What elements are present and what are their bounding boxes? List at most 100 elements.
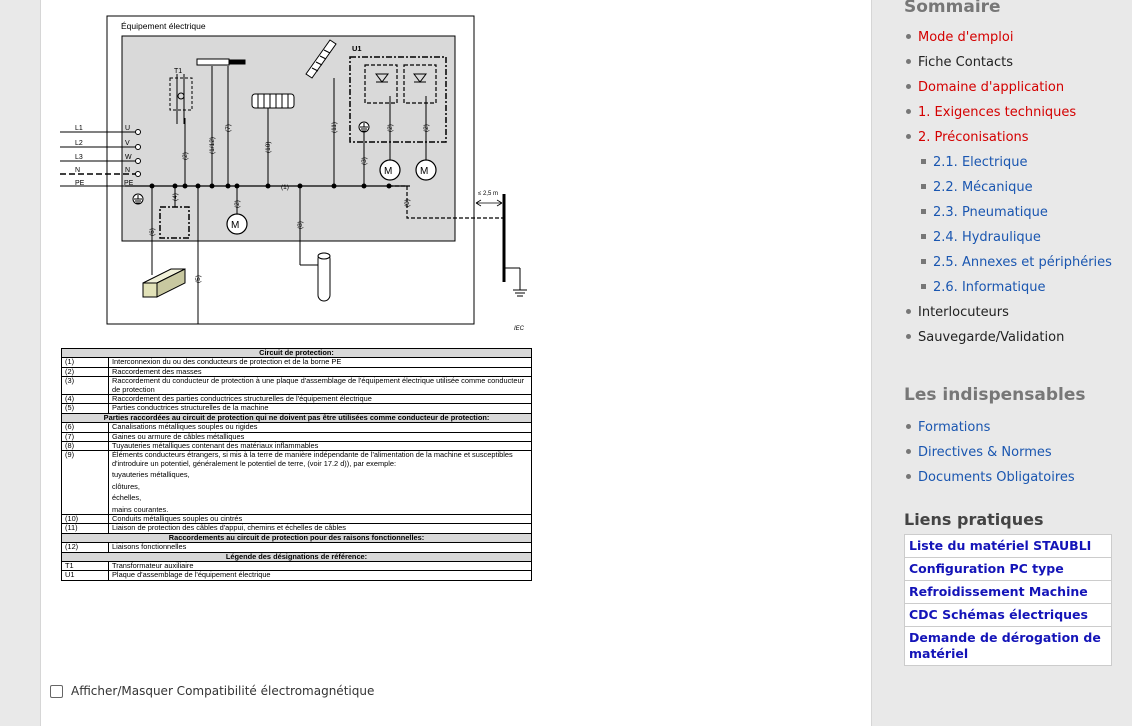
terminal-labels: U V W N PE [124,125,134,187]
sidebar-item-pneumatique[interactable]: 2.3. Pneumatique [906,200,1112,225]
legend-value: Liaison de protection des câbles d'appui… [108,523,532,534]
phase-l1: L1 [75,125,83,132]
legend-value: Interconnexion du ou des conducteurs de … [108,357,532,368]
legend-key: (3) [61,376,109,396]
sidebar-item-fiche[interactable]: Fiche Contacts [906,50,1112,75]
link-staubli[interactable]: Liste du matériel STAUBLI [909,538,1092,553]
phase-n: N [75,167,80,174]
svg-text:(3): (3) [361,157,368,165]
legend-header-cell: Légende des désignations de référence: [61,551,532,562]
legend-value: Parties conductrices structurelles de la… [108,403,532,414]
legend-key: U1 [61,570,109,581]
bullet-icon [906,334,911,339]
bullet-icon [906,134,911,139]
link-config-pc[interactable]: Configuration PC type [905,557,1111,580]
pe-extension [389,185,503,219]
u1-drive-b [403,64,437,104]
legend-key: (6) [61,422,109,433]
phase-pe: PE [75,180,85,187]
legend-row: (3)Raccordement du conducteur de protect… [61,376,532,396]
svg-text:V: V [125,140,130,147]
svg-text:(1/12): (1/12) [209,137,216,154]
legend-value: Raccordement du conducteur de protection… [108,376,532,396]
link-cdc-schemas[interactable]: CDC Schémas électriques [905,603,1111,626]
legend-row: (6)Canalisations métalliques souples ou … [61,422,532,433]
svg-text:(7): (7) [225,124,232,132]
svg-text:(2): (2) [423,124,430,132]
legend-header-cell: Parties raccordées au circuit de protect… [61,412,532,424]
legend-row: (8)Tuyauteries métalliques contenant des… [61,441,532,452]
external-earth [475,194,527,297]
legend-section-header: Raccordements au circuit de protection p… [61,532,532,544]
link-derogation[interactable]: Demande de dérogation de matériel [905,626,1111,665]
legend-item-9-example: tuyauteries métalliques, [112,470,190,480]
svg-text:(9): (9) [404,199,411,207]
bullet-icon [921,209,926,214]
svg-text:(5): (5) [195,275,202,283]
legend-row: (12)Liaisons fonctionnelles [61,542,532,553]
bullet-icon [906,474,911,479]
sidebar-item-domaine[interactable]: Domaine d'application [906,75,1112,100]
bullet-icon [906,84,911,89]
legend-section-header: Légende des désignations de référence: [61,551,532,562]
sidebar-item-mecanique[interactable]: 2.2. Mécanique [906,175,1112,200]
svg-text:W: W [125,154,132,161]
legend-row: (2)Raccordement des masses [61,366,532,378]
sidebar-item-interlocuteurs[interactable]: Interlocuteurs [906,300,1112,325]
checkbox[interactable] [50,684,63,698]
sidebar-item-exigences[interactable]: 1. Exigences techniques [906,100,1112,125]
sidebar-item-mode[interactable]: Mode d'emploi [906,25,1112,50]
link-documents[interactable]: Documents Obligatoires [906,465,1075,490]
sidebar-item-informatique[interactable]: 2.6. Informatique [906,275,1112,300]
motor-icon [226,159,437,235]
bullet-icon [906,424,911,429]
legend-key: (5) [61,403,109,414]
ground-icon [132,121,370,205]
legend-item-9-example: mains courantes. [112,504,169,514]
bullet-icon [921,234,926,239]
legend-row: (9)Éléments conducteurs étrangers, si mi… [61,450,532,515]
sidebar-item-hydraulique[interactable]: 2.4. Hydraulique [906,225,1112,250]
bullet-icon [906,59,911,64]
legend-value: Éléments conducteurs étrangers, si mis à… [108,450,532,515]
bullet-icon [906,309,911,314]
motor-label-1: M [384,166,392,177]
sommaire-list: Mode d'emploi Fiche Contacts Domaine d'a… [906,25,1112,350]
bullet-icon [906,109,911,114]
legend-value: Tuyauteries métalliques contenant des ma… [108,441,532,452]
source-label: IEC [514,326,525,332]
transformer-t1 [169,74,193,124]
sidebar-item-preconisations[interactable]: 2. Préconisations [906,125,1112,150]
link-formations[interactable]: Formations [906,415,1075,440]
u1-plate [349,56,447,143]
equipment-panel [121,35,456,242]
svg-text:U: U [125,125,130,132]
svg-text:(11): (11) [331,122,338,133]
liens-pratiques-box: Liste du matériel STAUBLI Configuration … [904,534,1112,666]
legend-value: Canalisations métalliques souples ou rig… [108,422,532,433]
t1-label: T1 [174,68,182,75]
legend-item-9-text: Éléments conducteurs étrangers, si mis à… [112,450,513,468]
legend-section-header: Parties raccordées au circuit de protect… [61,412,532,424]
link-refroidissement[interactable]: Refroidissement Machine [905,580,1111,603]
emc-toggle[interactable]: Afficher/Masquer Compatibilité électroma… [50,684,374,698]
legend-key: (9) [61,450,109,515]
legend-value: Plaque d'assemblage de l'équipement élec… [108,570,532,581]
link-directives[interactable]: Directives & Normes [906,440,1075,465]
legend-key: (1) [61,357,109,368]
sidebar-item-electrique[interactable]: 2.1. Electrique [906,150,1112,175]
sidebar-item-sauvegarde[interactable]: Sauvegarde/Validation [906,325,1112,350]
sommaire-title: Sommaire [904,0,1001,17]
indispensables-list: Formations Directives & Normes Documents… [906,415,1075,490]
svg-text:(4): (4) [172,193,179,201]
legend-item-9-example: échelles, [112,493,142,503]
supply-lines [60,131,136,187]
svg-text:(2): (2) [387,124,394,132]
svg-text:(8): (8) [297,221,304,229]
svg-text:(2): (2) [234,200,241,208]
sidebar: Sommaire Mode d'emploi Fiche Contacts Do… [894,0,1132,726]
indispensables-title: Les indispensables [904,385,1086,405]
legend-key: (11) [61,523,109,534]
sidebar-item-annexes[interactable]: 2.5. Annexes et périphéries [906,250,1112,275]
